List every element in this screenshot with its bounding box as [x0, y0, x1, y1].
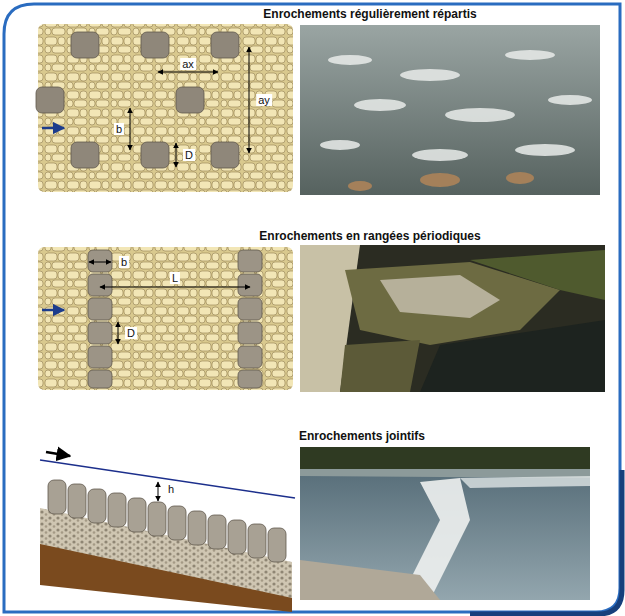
dimension-label: b: [114, 123, 124, 135]
section-title: Enrochements régulièrement répartis: [263, 7, 476, 21]
ledges-photo: [300, 245, 605, 392]
weir-photo: [300, 447, 590, 600]
periodic-rows-plan: [38, 247, 293, 390]
dimension-label: ay: [256, 94, 272, 106]
section-title: Enrochements en rangées périodiques: [259, 229, 480, 243]
dimension-label: h: [166, 483, 176, 495]
section-title: Enrochements jointifs: [299, 429, 425, 443]
rapids-photo: [300, 25, 600, 195]
dimension-label: D: [125, 327, 137, 339]
dimension-label: ax: [180, 58, 196, 70]
regular-boulders-plan: [36, 24, 293, 192]
dimension-label: b: [119, 256, 129, 268]
panel-frame: [4, 4, 620, 612]
jointive-boulders-section: [40, 452, 295, 612]
dimension-label: D: [183, 149, 195, 161]
dimension-label: L: [170, 272, 180, 284]
